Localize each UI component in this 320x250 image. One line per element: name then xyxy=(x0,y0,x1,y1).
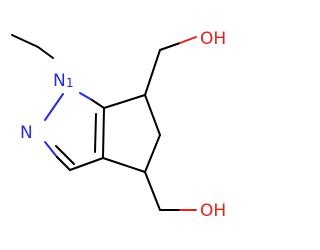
atom-oh-top: OH xyxy=(200,29,226,49)
bond-c4-ch2 xyxy=(144,171,161,211)
bond-c5-c4 xyxy=(144,134,161,173)
atom-n1: N xyxy=(53,71,66,91)
bond-ch2-o-top-red xyxy=(179,36,197,44)
bond-ethyl-ch2-n xyxy=(37,46,54,59)
bond-c4-c3a xyxy=(102,157,146,173)
bond-n1-c7a-carbon xyxy=(91,99,105,109)
bond-c3-c3a xyxy=(69,157,104,171)
bond-c6-ch2 xyxy=(144,49,161,96)
bond-c3a-c7a-inner xyxy=(94,113,97,153)
bond-c7a-c6 xyxy=(103,94,146,109)
bond-n2-c3-a xyxy=(44,141,58,158)
bond-ethyl-ch3-ch2 xyxy=(11,34,39,48)
bond-n2-c3-b xyxy=(56,156,71,171)
bond-n2-c3-inner xyxy=(55,145,75,165)
bond-c6-c5 xyxy=(144,94,161,136)
bond-n1-n2 xyxy=(44,93,64,121)
bond-n1-c7a xyxy=(79,92,93,101)
atom-oh-bottom: OH xyxy=(200,201,226,221)
atom-n2: N xyxy=(20,123,33,143)
bond-ch2-o-top xyxy=(159,42,181,51)
bond-c3a-c7a xyxy=(102,107,105,159)
molecule-structure-diagram: N 1 N OH OH xyxy=(11,29,226,221)
atom-n1-locant: 1 xyxy=(66,76,74,90)
